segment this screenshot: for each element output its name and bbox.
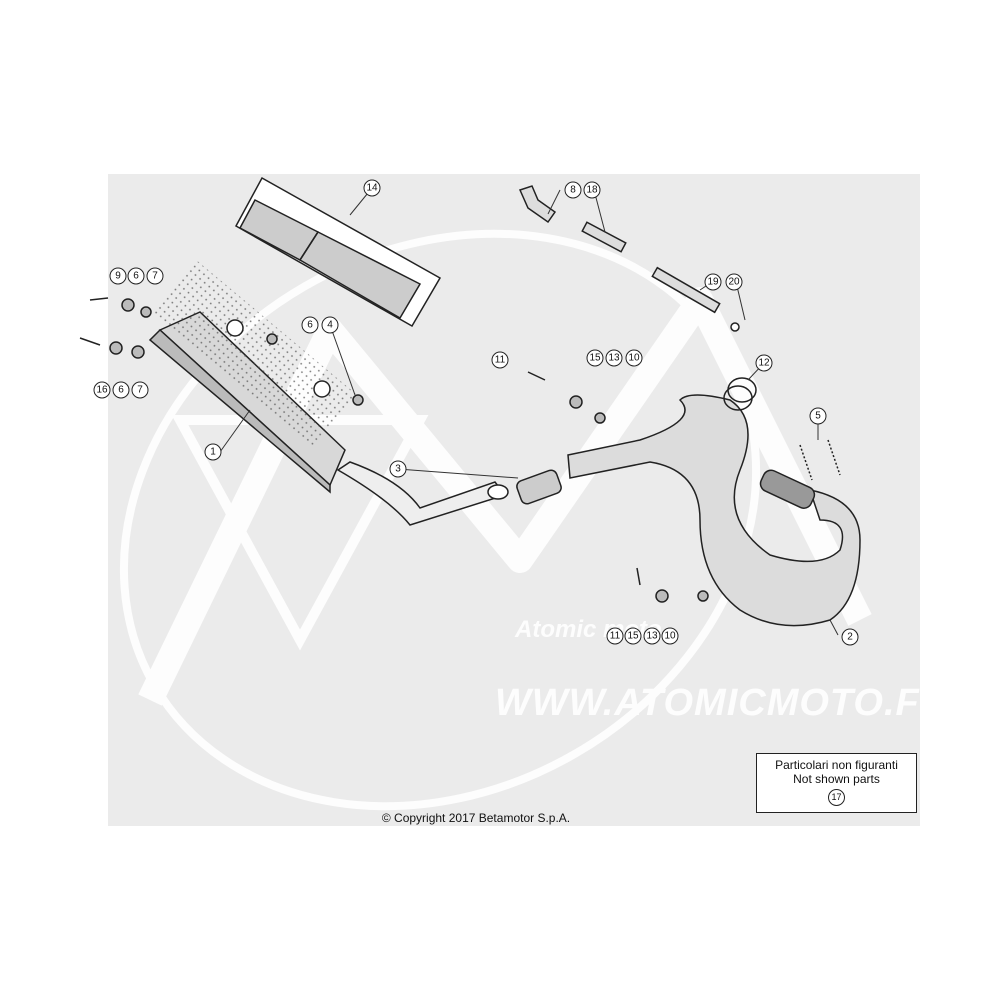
svg-text:4: 4 — [327, 320, 333, 331]
part-5-springs — [799, 439, 841, 481]
callout-5: 5 — [809, 407, 827, 425]
svg-text:11: 11 — [610, 631, 621, 642]
svg-text:15: 15 — [627, 631, 639, 642]
callout-11a: 11 — [491, 351, 509, 369]
svg-text:5: 5 — [815, 411, 821, 422]
part-2-exhaust-pipe — [567, 377, 861, 627]
not-shown-parts-box: Particolari non figuranti Not shown part… — [756, 753, 917, 813]
callout-7b: 7 — [131, 381, 149, 399]
svg-text:1: 1 — [210, 447, 216, 458]
svg-text:2: 2 — [847, 632, 853, 643]
callout-7a: 7 — [146, 267, 164, 285]
legend-english: Not shown parts — [793, 772, 880, 786]
svg-text:7: 7 — [137, 385, 143, 396]
svg-text:13: 13 — [608, 353, 620, 364]
svg-text:7: 7 — [152, 271, 158, 282]
callout-8: 8 — [564, 181, 582, 199]
hardware-bolts-washers — [79, 297, 709, 603]
svg-text:9: 9 — [115, 271, 121, 282]
copyright-notice: © Copyright 2017 Betamotor S.p.A. — [381, 811, 571, 825]
callout-20: 20 — [725, 273, 743, 291]
callout-15b: 15 — [624, 627, 642, 645]
part-1-silencer — [148, 260, 509, 526]
part-8-19-tubes — [518, 185, 740, 332]
callout-2: 2 — [841, 628, 859, 646]
callout-18: 18 — [583, 181, 601, 199]
part-3-coupler — [516, 469, 562, 505]
callout-10a: 10 — [625, 349, 643, 367]
svg-text:19: 19 — [707, 277, 719, 288]
svg-text:10: 10 — [664, 631, 676, 642]
callout-11b: 11 — [606, 627, 624, 645]
watermark-url: WWW.ATOMICMOTO.FR — [495, 682, 948, 724]
callout-6b: 6 — [301, 316, 319, 334]
callout-9: 9 — [109, 267, 127, 285]
svg-text:6: 6 — [307, 320, 313, 331]
svg-text:12: 12 — [758, 358, 770, 369]
svg-text:15: 15 — [589, 353, 601, 364]
svg-text:3: 3 — [395, 464, 401, 475]
callout-10b: 10 — [661, 627, 679, 645]
callout-13a: 13 — [605, 349, 623, 367]
callout-13b: 13 — [643, 627, 661, 645]
svg-text:8: 8 — [570, 185, 576, 196]
callout-3: 3 — [389, 460, 407, 478]
callouts: 1 2 3 4 5 6 6 6 7 7 8 9 10 10 11 11 12 1… — [93, 179, 859, 646]
svg-text:13: 13 — [646, 631, 658, 642]
callout-6c: 6 — [112, 381, 130, 399]
svg-text:11: 11 — [495, 355, 506, 366]
callout-15a: 15 — [586, 349, 604, 367]
callout-12: 12 — [755, 354, 773, 372]
legend-italian: Particolari non figuranti — [775, 758, 898, 772]
callout-1: 1 — [204, 443, 222, 461]
callout-4: 4 — [321, 316, 339, 334]
callout-6a: 6 — [127, 267, 145, 285]
svg-text:20: 20 — [728, 277, 740, 288]
svg-text:14: 14 — [366, 183, 378, 194]
callout-16: 16 — [93, 381, 111, 399]
callout-14: 14 — [363, 179, 381, 197]
svg-text:10: 10 — [628, 353, 640, 364]
callout-19: 19 — [704, 273, 722, 291]
legend-part-number: 17 — [828, 789, 845, 806]
part-14-silencer-padding — [234, 176, 442, 328]
svg-text:6: 6 — [118, 385, 124, 396]
svg-text:18: 18 — [586, 185, 598, 196]
svg-text:16: 16 — [96, 385, 108, 396]
svg-text:6: 6 — [133, 271, 139, 282]
